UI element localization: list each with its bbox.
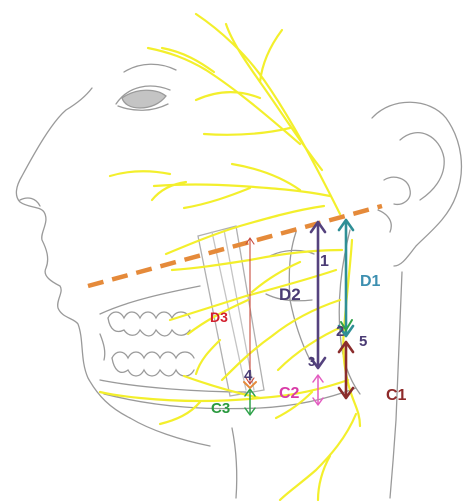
label-c3: C3 xyxy=(211,400,230,417)
teeth xyxy=(100,312,194,376)
label-d2: D2 xyxy=(279,285,301,304)
arrow-c3 xyxy=(245,389,255,415)
face-profile xyxy=(16,88,130,418)
label-point-5: 5 xyxy=(359,333,367,350)
label-c2: C2 xyxy=(279,385,300,402)
neck xyxy=(130,272,402,498)
label-d3: D3 xyxy=(210,309,228,325)
ear xyxy=(372,102,461,266)
label-point-2: 2 xyxy=(336,323,344,340)
eye xyxy=(116,64,176,110)
label-point-3: 3 xyxy=(308,354,315,369)
label-d1: D1 xyxy=(360,273,381,290)
head-sketch xyxy=(16,64,461,498)
label-point-4: 4 xyxy=(244,367,253,384)
arrow-c1 xyxy=(339,342,353,398)
nostril xyxy=(20,198,40,206)
label-point-1: 1 xyxy=(320,253,329,270)
reference-dashed-line xyxy=(88,206,382,286)
label-c1: C1 xyxy=(386,387,407,404)
arrow-d2 xyxy=(311,222,325,368)
